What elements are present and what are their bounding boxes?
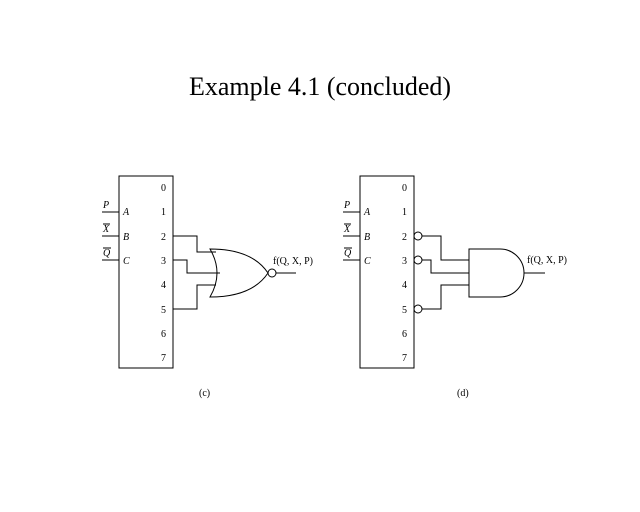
decoder-output-1: 1 bbox=[402, 207, 407, 218]
decoder-output-0: 0 bbox=[402, 183, 407, 194]
decoder-output-5: 5 bbox=[402, 305, 407, 316]
decoder-output-7: 7 bbox=[402, 353, 407, 364]
decoder-output-6: 6 bbox=[402, 329, 407, 340]
caption-c: (c) bbox=[199, 388, 210, 399]
decoder-output-2: 2 bbox=[161, 232, 166, 243]
select-input-a: A bbox=[122, 207, 130, 218]
wire-output-2 bbox=[173, 235, 216, 253]
signal-label-q: Q bbox=[344, 248, 352, 259]
decoder-output-1: 1 bbox=[161, 207, 166, 218]
diagram-d: 0 1 2 3 4 5 6 7 A B C P X Q bbox=[343, 175, 567, 399]
decoder-output-6: 6 bbox=[161, 329, 166, 340]
select-input-a: A bbox=[363, 207, 371, 218]
decoder-output-3: 3 bbox=[402, 256, 407, 267]
active-low-bubble-3 bbox=[413, 255, 423, 265]
signal-label-p: P bbox=[343, 200, 350, 211]
wire-output-3 bbox=[422, 259, 469, 274]
nor-gate bbox=[209, 248, 269, 298]
wire-output-5 bbox=[173, 284, 216, 310]
wire-output-5 bbox=[422, 284, 469, 310]
diagram-c: 0 1 2 3 4 5 6 7 A B C P X Q bbox=[102, 175, 313, 399]
function-label-d: f(Q, X, P) bbox=[527, 255, 567, 266]
signal-label-p: P bbox=[102, 200, 109, 211]
signal-label-x: X bbox=[343, 224, 351, 235]
decoder-output-3: 3 bbox=[161, 256, 166, 267]
select-input-c: C bbox=[123, 256, 130, 267]
decoder-output-0: 0 bbox=[161, 183, 166, 194]
select-input-c: C bbox=[364, 256, 371, 267]
nor-inversion-bubble bbox=[267, 268, 277, 278]
wire-output-2 bbox=[422, 235, 469, 261]
function-label-c: f(Q, X, P) bbox=[273, 256, 313, 267]
select-input-b: B bbox=[364, 232, 370, 243]
decoder-box-d bbox=[359, 175, 415, 369]
decoder-output-5: 5 bbox=[161, 305, 166, 316]
decoder-box-c bbox=[118, 175, 174, 369]
decoder-output-4: 4 bbox=[161, 280, 166, 291]
select-input-b: B bbox=[123, 232, 129, 243]
caption-d: (d) bbox=[457, 388, 469, 399]
active-low-bubble-2 bbox=[413, 231, 423, 241]
and-gate bbox=[468, 248, 525, 298]
decoder-output-2: 2 bbox=[402, 232, 407, 243]
signal-label-x: X bbox=[102, 224, 110, 235]
signal-label-q: Q bbox=[103, 248, 111, 259]
wire-output-3 bbox=[173, 259, 220, 274]
active-low-bubble-5 bbox=[413, 304, 423, 314]
decoder-output-7: 7 bbox=[161, 353, 166, 364]
decoder-output-4: 4 bbox=[402, 280, 407, 291]
slide-title: Example 4.1 (concluded) bbox=[188, 72, 452, 101]
